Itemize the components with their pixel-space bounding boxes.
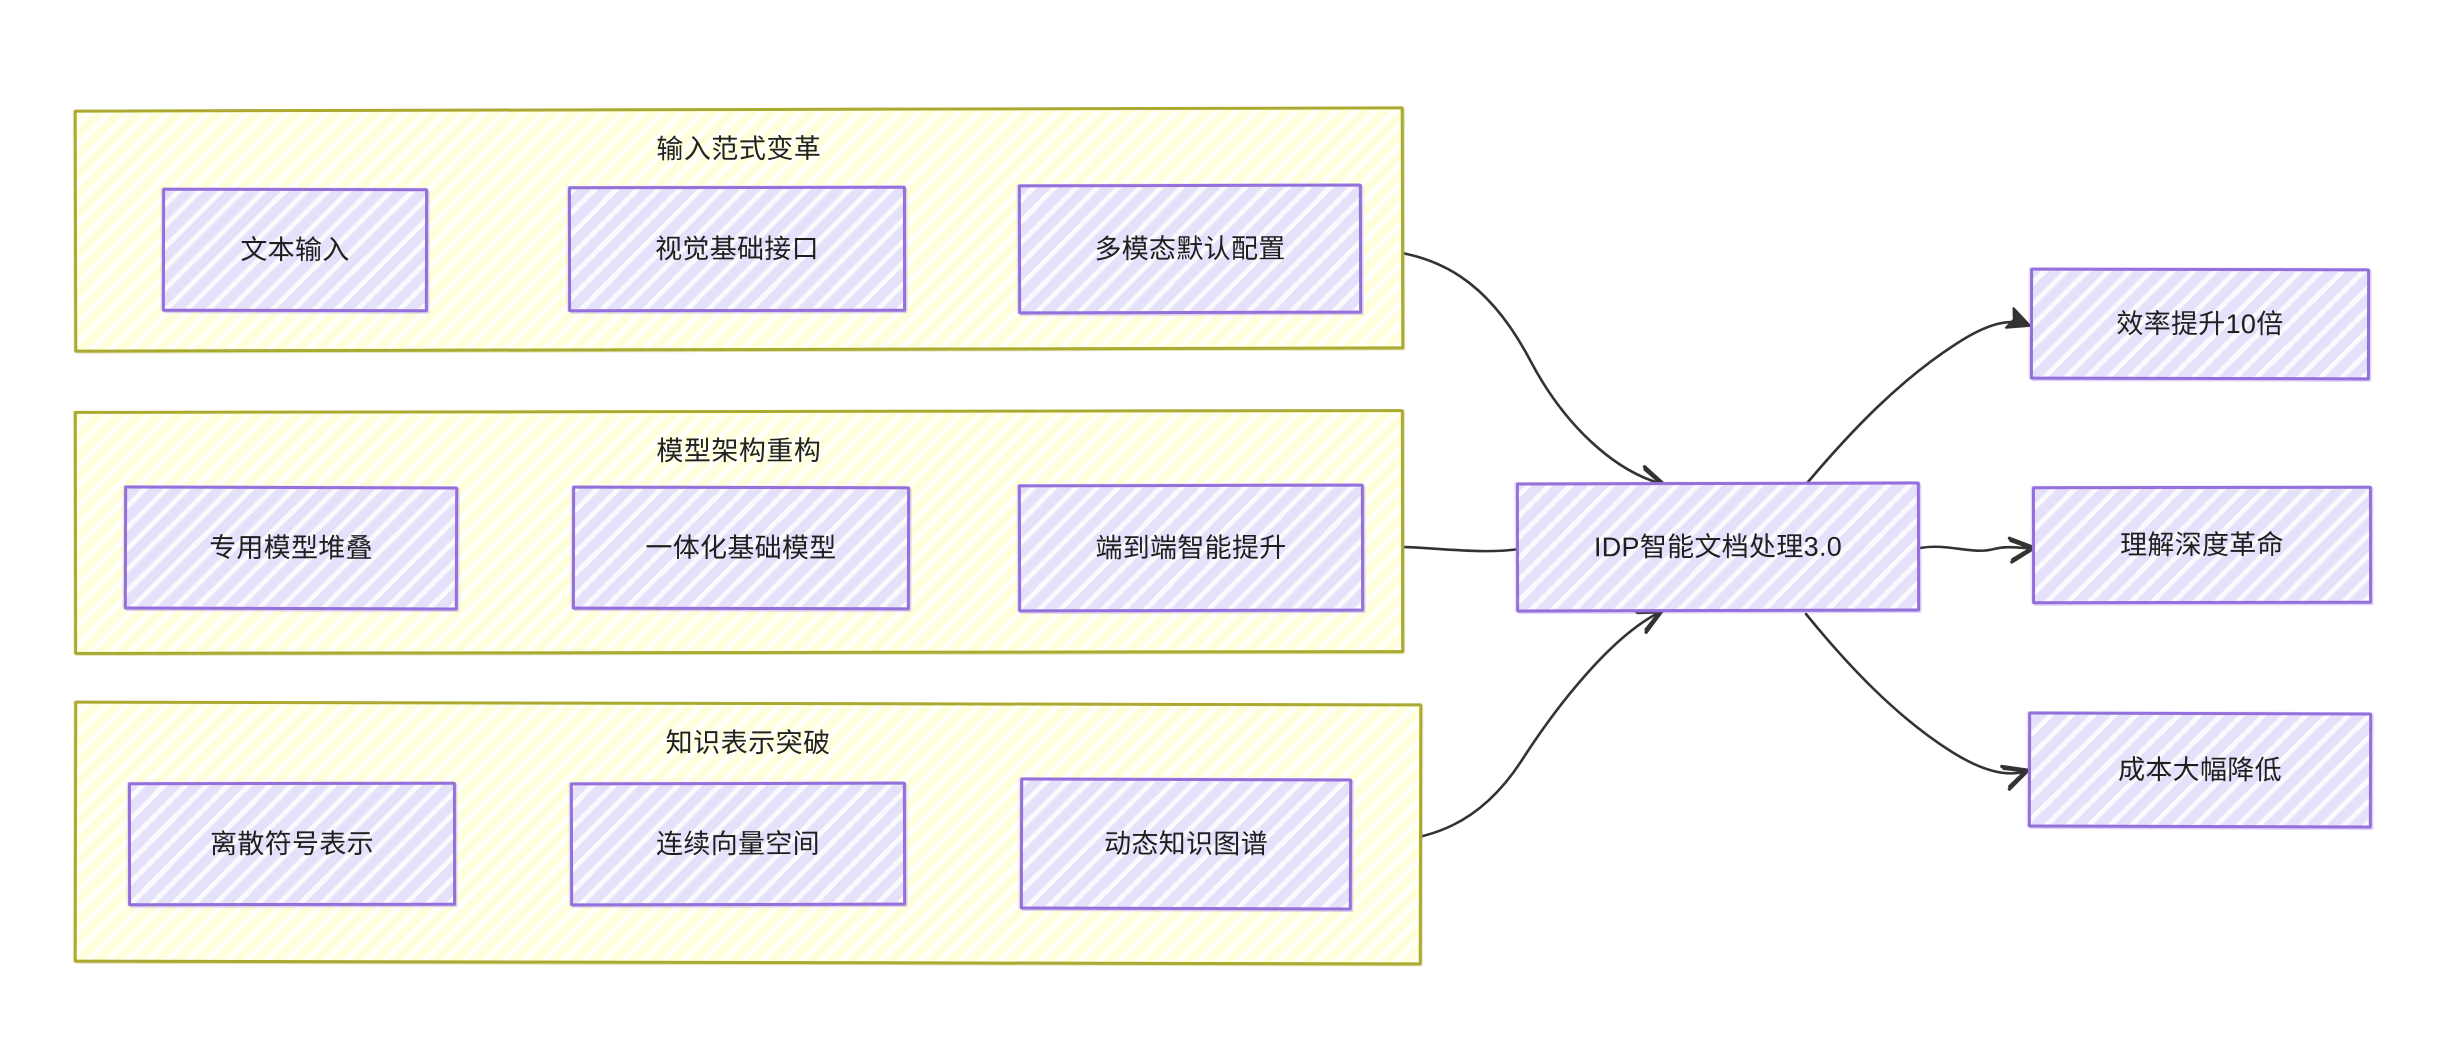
- node-outcome-efficiency[interactable]: 效率提升10倍: [2029, 267, 2371, 381]
- node-idp-core[interactable]: IDP智能文档处理3.0: [1515, 481, 1921, 613]
- subgraph-title-input-paradigm: 输入范式变革: [656, 133, 822, 165]
- node-outcome-depth[interactable]: 理解深度革命: [2031, 485, 2373, 605]
- node-unified-model[interactable]: 一体化基础模型: [571, 485, 911, 611]
- node-label-text-input: 文本输入: [240, 234, 350, 265]
- node-multimodal-default[interactable]: 多模态默认配置: [1017, 183, 1363, 315]
- node-label-continuous-vector-space: 连续向量空间: [656, 828, 820, 859]
- subgraph-title-knowledge-representation: 知识表示突破: [665, 727, 831, 759]
- node-label-multimodal-default: 多模态默认配置: [1094, 233, 1286, 264]
- node-label-outcome-cost: 成本大幅降低: [2118, 754, 2282, 785]
- node-stacked-models[interactable]: 专用模型堆叠: [123, 485, 459, 611]
- node-end-to-end-intelligence[interactable]: 端到端智能提升: [1017, 483, 1365, 613]
- node-continuous-vector-space[interactable]: 连续向量空间: [569, 781, 907, 907]
- node-label-stacked-models: 专用模型堆叠: [209, 532, 373, 563]
- node-label-outcome-depth: 理解深度革命: [2120, 529, 2284, 560]
- node-label-vision-api: 视觉基础接口: [655, 233, 819, 264]
- subgraph-title-model-architecture: 模型架构重构: [656, 435, 822, 467]
- node-label-idp-core: IDP智能文档处理3.0: [1593, 531, 1843, 562]
- node-label-end-to-end-intelligence: 端到端智能提升: [1095, 532, 1287, 563]
- node-dynamic-knowledge-graph[interactable]: 动态知识图谱: [1019, 777, 1353, 911]
- node-text-input[interactable]: 文本输入: [161, 187, 429, 313]
- node-vision-api[interactable]: 视觉基础接口: [567, 185, 907, 313]
- node-label-dynamic-knowledge-graph: 动态知识图谱: [1104, 828, 1268, 859]
- node-label-outcome-efficiency: 效率提升10倍: [2116, 308, 2284, 339]
- node-label-unified-model: 一体化基础模型: [645, 532, 837, 563]
- node-discrete-symbolic[interactable]: 离散符号表示: [127, 781, 457, 907]
- node-label-discrete-symbolic: 离散符号表示: [210, 828, 374, 859]
- edge-idp-to-efficiency: [1806, 307, 2032, 484]
- edge-multimodal-to-idp: [1360, 247, 1666, 492]
- edge-idp-to-depth: [1918, 536, 2037, 564]
- node-outcome-cost[interactable]: 成本大幅降低: [2027, 711, 2373, 829]
- edge-idp-to-cost: [1804, 612, 2030, 791]
